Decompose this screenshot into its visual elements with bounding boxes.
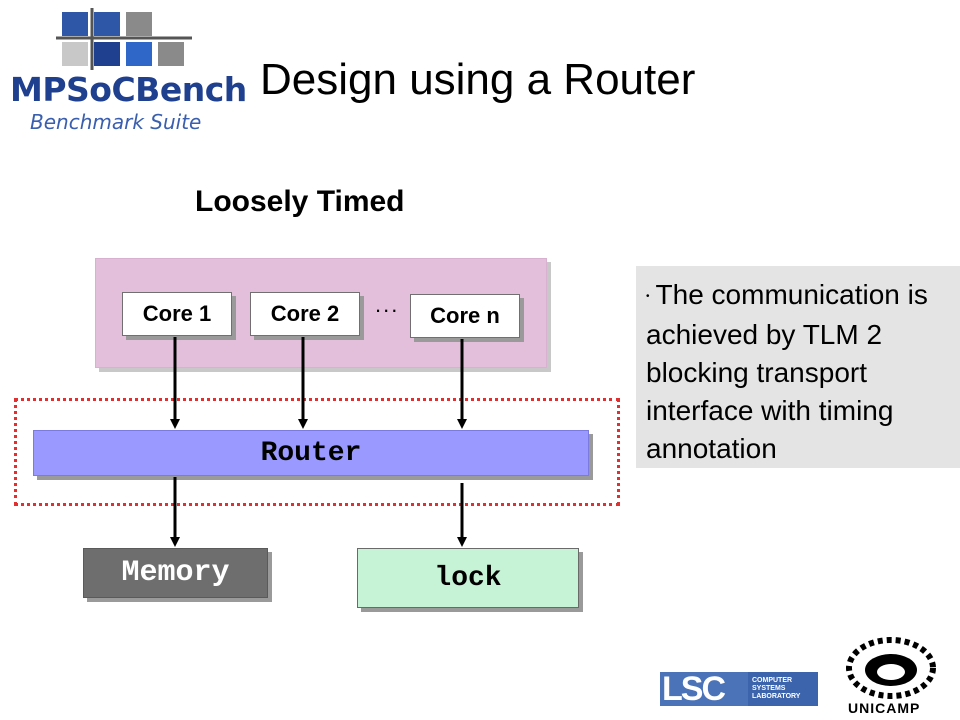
unicamp-logo [846, 637, 936, 699]
lsc-logo [660, 672, 818, 706]
logo-tagline: Benchmark Suite [30, 110, 202, 134]
logo-title: MPSoCBench [10, 70, 247, 109]
note-box: •The communication is achieved by TLM 2 … [636, 266, 960, 468]
core-n-box: Core n [410, 294, 520, 338]
mpsocbench-logo [56, 8, 192, 70]
memory-box: Memory [83, 548, 268, 598]
note-text-block: •The communication is achieved by TLM 2 … [646, 276, 950, 468]
note-text: The communication is achieved by TLM 2 b… [646, 279, 928, 464]
core-1-box: Core 1 [122, 292, 232, 336]
lsc-wordmark: LSC [662, 670, 726, 708]
bus-outline [14, 398, 620, 506]
core-2-box: Core 2 [250, 292, 360, 336]
lsc-label: COMPUTER SYSTEMS LABORATORY [752, 677, 801, 700]
slide-subtitle: Loosely Timed [195, 185, 405, 218]
cores-ellipsis: ... [375, 292, 400, 317]
bullet-icon: • [646, 290, 650, 302]
router-box: Router [33, 430, 589, 476]
lock-box: lock [357, 548, 579, 608]
unicamp-wordmark: UNICAMP [848, 700, 921, 716]
page-title: Design using a Router [260, 55, 696, 104]
